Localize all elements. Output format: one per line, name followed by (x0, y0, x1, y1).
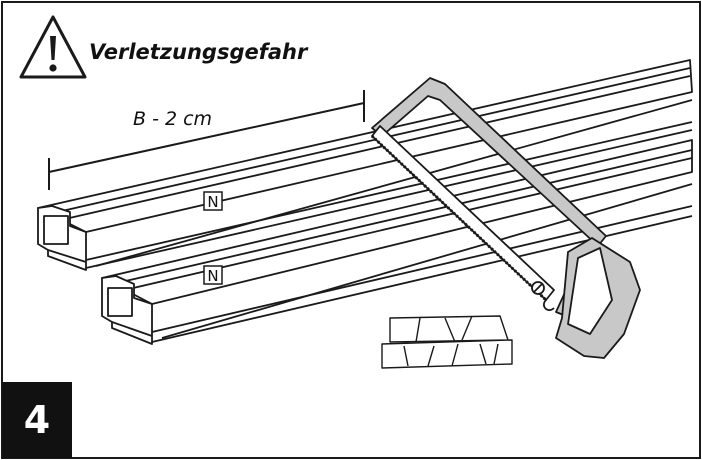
miter-box-icon (381, 315, 513, 369)
hacksaw-icon (370, 77, 641, 359)
warning-label: Verletzungsgefahr (89, 40, 309, 64)
step-number-badge: 4 (2, 382, 72, 458)
warning-triangle-icon (19, 15, 87, 79)
svg-text:N: N (207, 193, 218, 211)
svg-text:N: N (207, 267, 218, 285)
step-number: 4 (24, 398, 50, 442)
rail-mark-n-back: N (203, 191, 223, 211)
dimension-line (48, 90, 365, 190)
rail-mark-n-front: N (203, 265, 223, 285)
dimension-label: B - 2 cm (133, 108, 212, 130)
